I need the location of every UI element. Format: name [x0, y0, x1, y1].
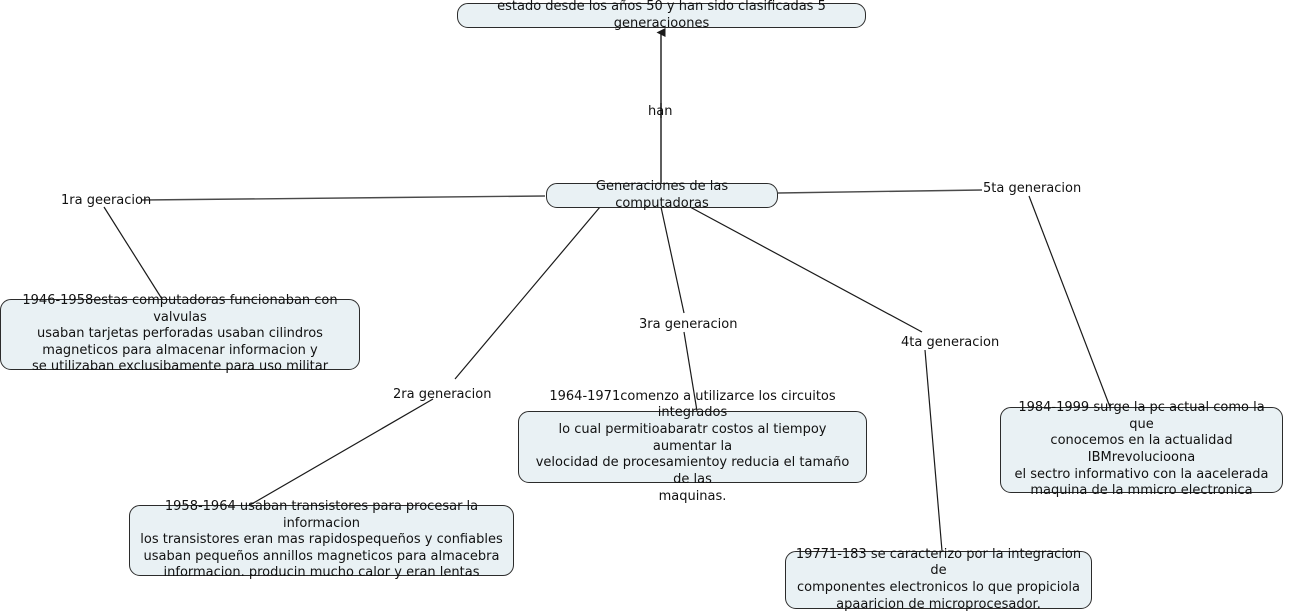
node-gen5-text: 1984-1999 surge la pc actual como la que… — [1014, 400, 1269, 499]
node-gen4-description[interactable]: 19771-183 se caracterizo por la integrac… — [785, 547, 1092, 612]
edge-root-to-gen3-label — [660, 206, 685, 314]
edge-label-gen5-text: 5ta generacion — [983, 181, 1082, 196]
edge-label-gen3-text: 3ra generacion — [639, 317, 738, 332]
node-gen3-description[interactable]: 1964-1971comenzo a utilizarce los circui… — [518, 389, 867, 504]
edge-root-to-gen5-label — [777, 189, 983, 194]
edge-label-gen4: 4ta generacion — [901, 336, 999, 349]
node-top-statement-text: estado desde los años 50 y han sido clas… — [497, 0, 826, 31]
edge-gen1-label-to-box — [103, 206, 163, 300]
edge-label-gen1-text: 1ra geeracion — [61, 193, 152, 208]
edge-label-han: han — [648, 105, 672, 118]
node-gen1-description[interactable]: 1946-1958estas computadoras funcionaban … — [0, 293, 360, 374]
node-root-generaciones[interactable]: Generaciones de las computadoras — [546, 179, 778, 211]
node-gen2-description[interactable]: 1958-1964 usaban transistores para proce… — [129, 499, 514, 580]
node-root-text: Generaciones de las computadoras — [595, 178, 729, 211]
edge-gen2-label-to-box — [249, 398, 434, 506]
edge-label-gen5: 5ta generacion — [983, 182, 1081, 195]
edge-gen5-label-to-box — [1028, 195, 1111, 408]
edge-root-to-gen4-label — [689, 206, 923, 333]
node-gen3-text: 1964-1971comenzo a utilizarce los circui… — [535, 388, 850, 504]
edge-root-to-gen2-label — [454, 206, 601, 380]
node-gen4-text: 19771-183 se caracterizo por la integrac… — [795, 546, 1082, 612]
edge-label-han-text: han — [648, 104, 673, 119]
edge-label-gen4-text: 4ta generacion — [901, 335, 1000, 350]
edge-label-gen3: 3ra generacion — [639, 318, 737, 331]
edge-label-gen2: 2ra generacion — [393, 388, 491, 401]
edge-label-gen1: 1ra geeracion — [61, 194, 151, 207]
node-gen1-text: 1946-1958estas computadoras funcionaban … — [22, 292, 338, 375]
node-gen2-text: 1958-1964 usaban transistores para proce… — [140, 498, 503, 581]
edge-gen4-label-to-box — [924, 349, 943, 552]
node-top-statement[interactable]: estado desde los años 50 y han sido clas… — [457, 0, 866, 31]
node-gen5-description[interactable]: 1984-1999 surge la pc actual como la que… — [1000, 400, 1283, 498]
edge-root-to-gen1-label — [141, 195, 546, 201]
edge-label-gen2-text: 2ra generacion — [393, 387, 492, 402]
